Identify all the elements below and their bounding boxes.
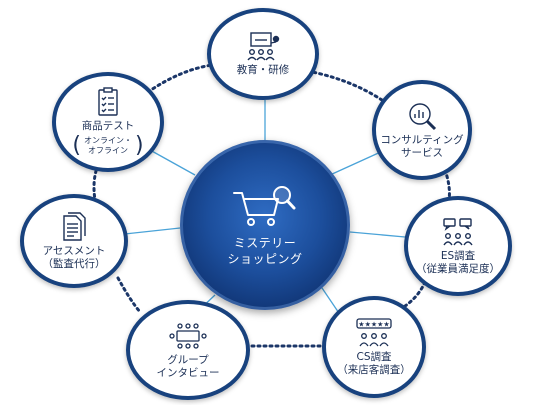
ring-arc bbox=[146, 63, 214, 94]
open-paren-glyph: ( bbox=[72, 133, 81, 158]
spoke-line bbox=[149, 149, 196, 176]
checklist-clipboard-icon bbox=[98, 87, 118, 116]
node-assessment: アセスメント （監査代行） bbox=[20, 194, 128, 288]
assessment-label-line2: （監査代行） bbox=[42, 257, 106, 270]
consulting-label-line1: コンサルティング bbox=[380, 133, 464, 146]
center-label-line1: ミステリー bbox=[233, 236, 297, 250]
meeting-table-icon bbox=[169, 322, 207, 349]
node-consulting: コンサルティング サービス bbox=[372, 80, 472, 180]
education-label: 教育・研修 bbox=[236, 64, 290, 76]
ring-arc bbox=[116, 276, 142, 314]
consulting-label-line2: サービス bbox=[401, 146, 443, 159]
assessment-label-line1: アセスメント bbox=[42, 244, 106, 257]
documents-icon bbox=[63, 211, 86, 241]
group-label-line2: インタビュー bbox=[156, 366, 220, 379]
analytics-magnifier-icon bbox=[409, 102, 437, 130]
cs-label-line1: CS調査 bbox=[356, 350, 392, 363]
svg-text:★★★★★: ★★★★★ bbox=[358, 320, 389, 328]
cs-label-line2: （来店客調査） bbox=[337, 363, 411, 376]
close-paren-glyph: ) bbox=[135, 133, 144, 158]
es-label-line2: （従業員満足度） bbox=[416, 262, 500, 275]
product-test-sub: ( オンライン・ オフライン ) bbox=[72, 135, 143, 157]
es-label-line1: ES調査 bbox=[440, 249, 476, 262]
node-es-survey: ES調査 （従業員満足度） bbox=[404, 196, 512, 296]
shopping-cart-magnifier-icon bbox=[233, 186, 296, 226]
classroom-presentation-icon bbox=[247, 32, 280, 61]
node-product-test: 商品テスト ( オンライン・ オフライン ) bbox=[52, 72, 164, 172]
spoke-line bbox=[329, 149, 386, 176]
spoke-line bbox=[349, 231, 406, 238]
rating-stars-people-icon: ★★★★★ bbox=[356, 317, 392, 346]
product-test-sub-line2: オフライン bbox=[88, 146, 128, 155]
node-group-interview: グループ インタビュー bbox=[126, 300, 250, 400]
group-label-line1: グループ bbox=[167, 353, 209, 366]
product-test-sub-line1: オンライン・ bbox=[84, 136, 132, 145]
people-chat-icon bbox=[443, 217, 473, 245]
node-education-training: 教育・研修 bbox=[207, 8, 319, 100]
node-cs-survey: ★★★★★ CS調査 （来店客調査） bbox=[322, 296, 426, 398]
spoke-line bbox=[124, 227, 181, 235]
center-label-line2: ショッピング bbox=[227, 252, 303, 266]
mystery-shopping-hub: ミステリー ショッピング bbox=[180, 140, 350, 310]
ring-arc bbox=[400, 280, 427, 310]
product-test-label: 商品テスト bbox=[81, 120, 135, 132]
